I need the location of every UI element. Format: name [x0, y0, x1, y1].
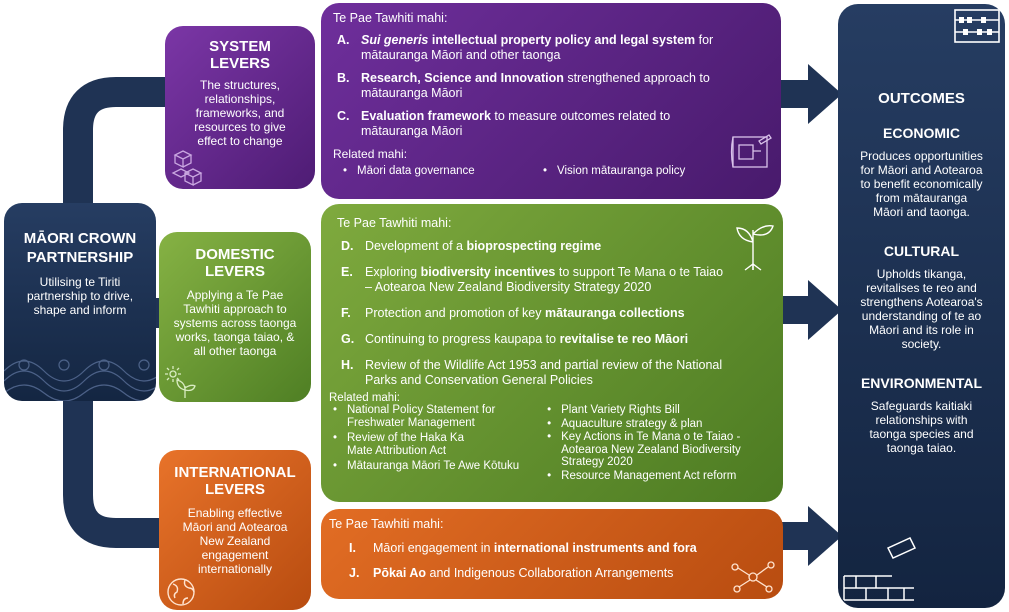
international-levers-title: INTERNATIONAL LEVERS — [174, 464, 296, 498]
domestic-panel: Te Pae Tawhiti mahi: D. Development of a… — [321, 204, 783, 502]
plant-icon — [736, 224, 774, 271]
system-levers-title: SYSTEM LEVERS — [209, 38, 271, 72]
domestic-item-f: F. Protection and promotion of key mātau… — [341, 306, 685, 320]
outcomes-title: OUTCOMES — [878, 90, 965, 107]
international-levers-box: INTERNATIONAL LEVERS Enabling effective … — [159, 450, 311, 610]
outcomes-box: OUTCOMES ECONOMIC Produces opportunities… — [838, 4, 1005, 608]
item-bold: Evaluation framework — [361, 109, 491, 123]
international-item-i: I. Māori engagement in international ins… — [349, 541, 697, 555]
system-item-c: C. Evaluation framework to measure outco… — [333, 109, 769, 139]
domestic-item-e: E. Exploring biodiversity incentives to … — [341, 265, 724, 294]
network-icon — [731, 561, 775, 593]
system-related-title: Related mahi: — [333, 147, 408, 161]
sprout-icon — [165, 366, 196, 398]
domestic-levers-title: DOMESTIC LEVERS — [195, 246, 275, 280]
outcome-heading-cultural: CULTURAL — [883, 243, 960, 259]
related-item: •Resource Management Act reform — [547, 469, 737, 482]
domestic-panel-header: Te Pae Tawhiti mahi: — [337, 216, 452, 230]
partnership-title: MĀORI CROWN PARTNERSHIP — [23, 230, 137, 266]
bricks-icon — [843, 537, 917, 601]
arrow-system — [780, 64, 842, 124]
system-item-a: A. Sui generis intellectual property pol… — [333, 33, 769, 63]
item-rest: for mātauranga Māori and other taonga — [361, 33, 714, 62]
system-item-b: B. Research, Science and Innovation stre… — [333, 71, 769, 101]
related-item: •Māori data governance — [343, 165, 475, 177]
partnership-box: MĀORI CROWN PARTNERSHIP Utilising te Tir… — [4, 203, 156, 401]
system-related-list: •Māori data governance •Vision mātaurang… — [333, 165, 769, 178]
outcome-text-economic: Produces opportunities for Māori and Aot… — [860, 149, 983, 219]
outcome-heading-economic: ECONOMIC — [883, 125, 960, 141]
system-levers-desc: The structures, relationships, framework… — [194, 78, 286, 148]
item-letter: C. — [337, 109, 350, 123]
domestic-item-d: D. Development of a bioprospecting regim… — [341, 239, 602, 253]
partnership-desc: Utilising te Tiriti partnership to drive… — [26, 275, 134, 317]
system-panel: Te Pae Tawhiti mahi: A. Sui generis inte… — [321, 3, 781, 199]
related-item: •Review of the Haka Ka Mate Attribution … — [333, 432, 464, 457]
related-item: •Aquaculture strategy & plan — [547, 417, 703, 430]
item-rest: to measure outcomes related to mātaurang… — [361, 109, 671, 138]
related-col-right: •Plant Variety Rights Bill •Aquaculture … — [547, 404, 771, 482]
cubes-icon — [171, 150, 203, 187]
outcome-text-cultural: Upholds tikanga, revitalises te reo and … — [860, 267, 983, 351]
domestic-related-title: Related mahi: — [329, 392, 400, 404]
outcome-heading-environmental: ENVIRONMENTAL — [860, 375, 983, 391]
item-letter: B. — [337, 71, 350, 85]
domestic-levers-box: DOMESTIC LEVERS Applying a Te Pae Tawhit… — [159, 232, 311, 402]
international-item-j: J. Pōkai Ao and Indigenous Collaboration… — [349, 566, 674, 580]
domestic-item-g: G. Continuing to progress kaupapa to rev… — [341, 332, 689, 346]
flow-path-top — [63, 77, 170, 210]
blueprint-icon — [730, 134, 772, 168]
related-item: •Plant Variety Rights Bill — [547, 404, 680, 416]
item-rest: strengthened approach to mātauranga Māor… — [361, 71, 710, 100]
koru-pattern — [4, 359, 156, 401]
domestic-item-h: H. Review of the Wildlife Act 1953 and p… — [341, 358, 723, 387]
item-bold: Research, Science and Innovation — [361, 71, 564, 85]
system-levers-box: SYSTEM LEVERS The structures, relationsh… — [165, 26, 315, 189]
domestic-related-list: •National Policy Statement for Freshwate… — [329, 404, 771, 482]
system-panel-header: Te Pae Tawhiti mahi: — [333, 11, 448, 25]
item-letter: A. — [337, 33, 350, 47]
related-item: •National Policy Statement for Freshwate… — [333, 404, 496, 429]
related-item: •Mātauranga Māori Te Awe Kōtuku — [333, 460, 520, 472]
flow-path-bottom — [63, 400, 170, 548]
domestic-levers-desc: Applying a Te Pae Tawhiti approach to sy… — [173, 288, 297, 358]
related-item: •Key Actions in Te Mana o te Taiao - Aot… — [547, 431, 741, 468]
international-panel: Te Pae Tawhiti mahi: I. Māori engagement… — [321, 509, 783, 599]
related-item: •Vision mātauranga policy — [543, 165, 686, 177]
item-bold: intellectual property policy and legal s… — [428, 33, 696, 47]
abacus-icon — [954, 9, 1000, 43]
arrow-international — [780, 506, 842, 566]
international-levers-desc: Enabling effective Māori and Aotearoa Ne… — [182, 506, 288, 576]
international-panel-header: Te Pae Tawhiti mahi: — [329, 517, 444, 531]
arrow-domestic — [780, 280, 842, 340]
globe-icon — [167, 578, 195, 606]
item-bold-italic: Sui generis — [361, 33, 429, 47]
related-col-left: •National Policy Statement for Freshwate… — [333, 404, 547, 482]
outcome-text-environmental: Safeguards kaitiaki relationships with t… — [869, 399, 974, 455]
